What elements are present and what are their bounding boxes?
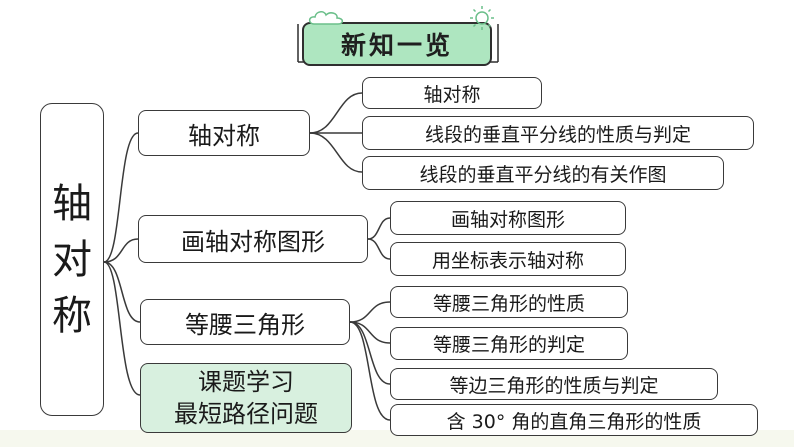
- link-b2-leaf-2: [367, 238, 391, 260]
- link-b1-leaf-3: [309, 132, 363, 173]
- branch-isosceles-triangle: 等腰三角形: [140, 299, 350, 345]
- root-char-2: 对: [52, 236, 92, 283]
- branch-draw-symmetric-figure: 画轴对称图形: [138, 215, 368, 263]
- root-char-3: 称: [52, 292, 92, 339]
- sun-icon: [470, 6, 494, 30]
- leaf-coordinate-symmetry: 用坐标表示轴对称: [390, 242, 626, 276]
- link-b3-leaf-4: [349, 321, 391, 421]
- branch-axis-symmetry: 轴对称: [138, 110, 310, 156]
- leaf-isosceles-property: 等腰三角形的性质: [390, 286, 628, 318]
- branch-topic-shortest-path: 课题学习 最短路径问题: [140, 363, 352, 433]
- root-node: 轴 对 称: [40, 103, 104, 416]
- leaf-bisector-construction: 线段的垂直平分线的有关作图: [362, 156, 724, 190]
- link-root-branch-3: [103, 261, 141, 323]
- page-title: 新知一览: [302, 22, 492, 66]
- link-b1-leaf-1: [309, 92, 363, 134]
- title-banner: 新知一览: [296, 6, 500, 72]
- leaf-isosceles-criterion: 等腰三角形的判定: [390, 327, 628, 360]
- leaf-draw-symmetric-figure: 画轴对称图形: [390, 201, 626, 235]
- cloud-icon: [308, 11, 344, 25]
- branch-topic-line-2: 最短路径问题: [174, 400, 318, 428]
- branch-topic-line-1: 课题学习: [198, 368, 294, 396]
- link-root-branch-1: [103, 132, 139, 263]
- leaf-thirty-degree-right-triangle: 含 30° 角的直角三角形的性质: [390, 404, 758, 436]
- leaf-bisector-property: 线段的垂直平分线的性质与判定: [362, 116, 754, 150]
- link-b2-leaf-1: [367, 217, 391, 240]
- link-root-branch-2: [103, 238, 139, 263]
- root-char-1: 轴: [52, 180, 92, 227]
- link-b3-leaf-1: [349, 301, 391, 323]
- link-b3-leaf-2: [349, 321, 391, 344]
- leaf-equilateral-property: 等边三角形的性质与判定: [390, 368, 718, 400]
- link-root-branch-4: [103, 261, 141, 396]
- leaf-axis-symmetry: 轴对称: [362, 77, 542, 109]
